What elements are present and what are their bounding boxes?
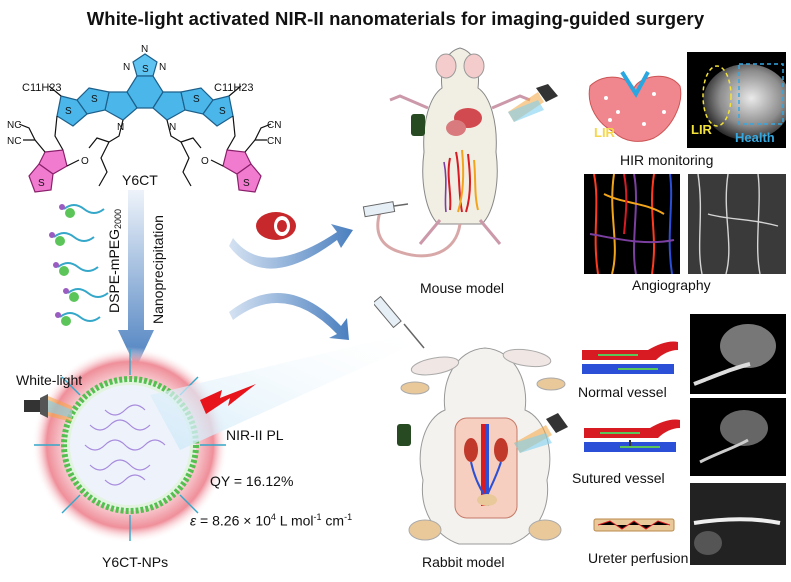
thiophene-left-1 [76, 87, 110, 115]
thiophene-right-2 [202, 95, 234, 127]
atom-n-bottom-left: N [117, 122, 124, 133]
method-label: Nanoprecipitation [150, 215, 166, 325]
arrow-to-rabbit [229, 293, 349, 340]
arrow-to-mouse [229, 224, 353, 269]
liver-illustration [588, 70, 682, 142]
angiography-nir-image [688, 174, 786, 274]
y6ct-molecule-structure: N N N S N N S S S S O O S S NC NC CN CN [7, 44, 281, 193]
mouse-light-source-icon [508, 84, 558, 122]
normal-vessel-diagram [582, 341, 678, 374]
hir-monitoring-label: HIR monitoring [620, 152, 714, 168]
blood-vessel-icon [256, 212, 296, 240]
mouse-model-label: Mouse model [420, 280, 505, 296]
atom-nc-left-2: NC [7, 120, 21, 131]
nir-emission-beam [150, 335, 408, 450]
lir-image-label: LIR [691, 122, 712, 137]
health-image-label: Health [735, 130, 775, 145]
thiophene-left-2 [56, 95, 88, 127]
mouse-illustration [376, 47, 531, 258]
ureter-perfusion-image [690, 483, 786, 565]
atom-cn-right-2: CN [267, 120, 281, 131]
extinction-coefficient-label: ε = 8.26 × 104 L mol-1 cm-1 [190, 512, 353, 529]
white-light-flashlight-icon [24, 394, 72, 422]
thiophene-acceptor-right [236, 163, 262, 193]
normal-vessel-label: Normal vessel [578, 384, 667, 400]
atom-s-acc-left: S [38, 178, 45, 189]
thiophene-acceptor-left [28, 163, 54, 193]
atom-s-3: S [65, 106, 72, 117]
alkyl-chain-right-label: C11H23 [214, 82, 254, 94]
lightning-icon [200, 384, 256, 414]
normal-vessel-image [690, 314, 786, 394]
acceptor-left [38, 149, 68, 175]
hir-nir-image: LIR Health [687, 52, 786, 148]
atom-cn-right-1: CN [267, 136, 281, 147]
atom-o-left: O [81, 156, 89, 167]
atom-n-top: N [141, 44, 148, 55]
reagent-label: DSPE-mPEG2000 [106, 208, 123, 314]
nanoparticle-name: Y6CT-NPs [102, 554, 169, 570]
lir-liver-label: LIR [594, 125, 615, 140]
molecule-name: Y6CT [122, 172, 158, 188]
mouse-filter-icon [411, 114, 425, 136]
process-down-arrow [118, 190, 154, 368]
thiadiazole-ring [132, 53, 158, 77]
quantum-yield-label: QY = 16.12% [210, 473, 294, 489]
alkyl-chain-left-label: C11H23 [22, 82, 62, 94]
atom-n-bottom-right: N [169, 122, 176, 133]
atom-n-right: N [159, 62, 166, 73]
atom-s-4: S [219, 106, 226, 117]
model-arrows [229, 224, 353, 340]
rabbit-model-label: Rabbit model [422, 554, 505, 570]
rabbit-filter-icon [397, 424, 411, 446]
sutured-vessel-label: Sutured vessel [572, 470, 665, 486]
rabbit-light-source-icon [514, 413, 568, 453]
sutured-vessel-diagram [584, 419, 680, 452]
mouse-syringe-icon [362, 201, 409, 218]
rabbit-syringe-icon [374, 295, 425, 349]
emission-label: NIR-II PL [226, 427, 284, 443]
atom-s-1: S [91, 94, 98, 105]
atom-n-left: N [123, 62, 130, 73]
dspe-peg-chains [49, 204, 109, 326]
rabbit-illustration [400, 347, 566, 545]
angiography-color-image [584, 174, 680, 274]
atom-o-right: O [201, 156, 209, 167]
atom-nc-left-1: NC [7, 136, 21, 147]
angiography-label: Angiography [632, 277, 711, 293]
pyrrole-right [152, 91, 186, 121]
ureter-diagram [593, 518, 675, 532]
atom-s-acc-right: S [243, 178, 250, 189]
figure-title: White-light activated NIR-II nanomateria… [86, 8, 705, 29]
sutured-vessel-image [690, 398, 786, 476]
atom-s-core: S [142, 64, 149, 75]
atom-s-2: S [193, 94, 200, 105]
ureter-perfusion-label: Ureter perfusion [588, 550, 689, 566]
excitation-label: White-light [16, 372, 83, 388]
